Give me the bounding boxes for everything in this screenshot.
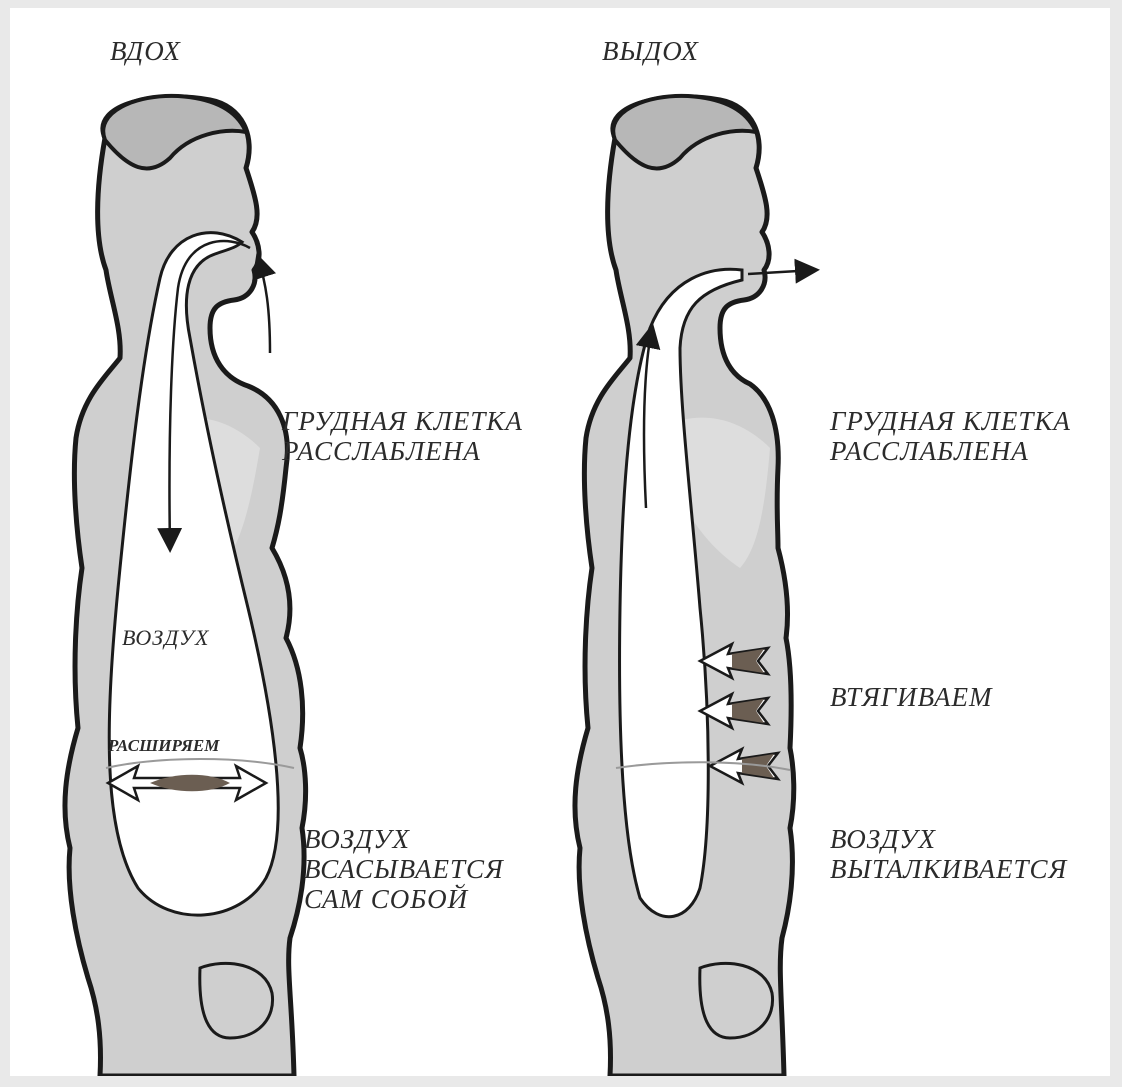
exhale-title: ВЫДОХ: [602, 36, 699, 66]
inhale-incoming-arrow: [258, 258, 270, 353]
inhale-air-label: ВОЗДУХ: [122, 626, 209, 651]
exhale-hand: [700, 963, 773, 1038]
inhale-hand: [200, 963, 273, 1038]
inhale-bottom-label: ВОЗДУХ ВСАСЫВАЕТСЯ САМ СОБОЙ: [304, 824, 504, 915]
exhale-chest-label: ГРУДНАЯ КЛЕТКА РАССЛАБЛЕНА: [830, 406, 1071, 466]
exhale-figure: [575, 96, 815, 1076]
breathing-illustration: [10, 8, 1110, 1076]
inhale-chest-label: ГРУДНАЯ КЛЕТКА РАССЛАБЛЕНА: [282, 406, 523, 466]
exhale-pull-label: ВТЯГИВАЕМ: [830, 682, 993, 712]
inhale-expand-label: РАСШИРЯЕМ: [108, 736, 219, 755]
inhale-title: ВДОХ: [110, 36, 181, 66]
inhale-figure: [65, 96, 306, 1076]
exhale-bottom-label: ВОЗДУХ ВЫТАЛКИВАЕТСЯ: [830, 824, 1067, 884]
diagram-canvas: ВДОХ ГРУДНАЯ КЛЕТКА РАССЛАБЛЕНА ВОЗДУХ Р…: [10, 8, 1110, 1076]
